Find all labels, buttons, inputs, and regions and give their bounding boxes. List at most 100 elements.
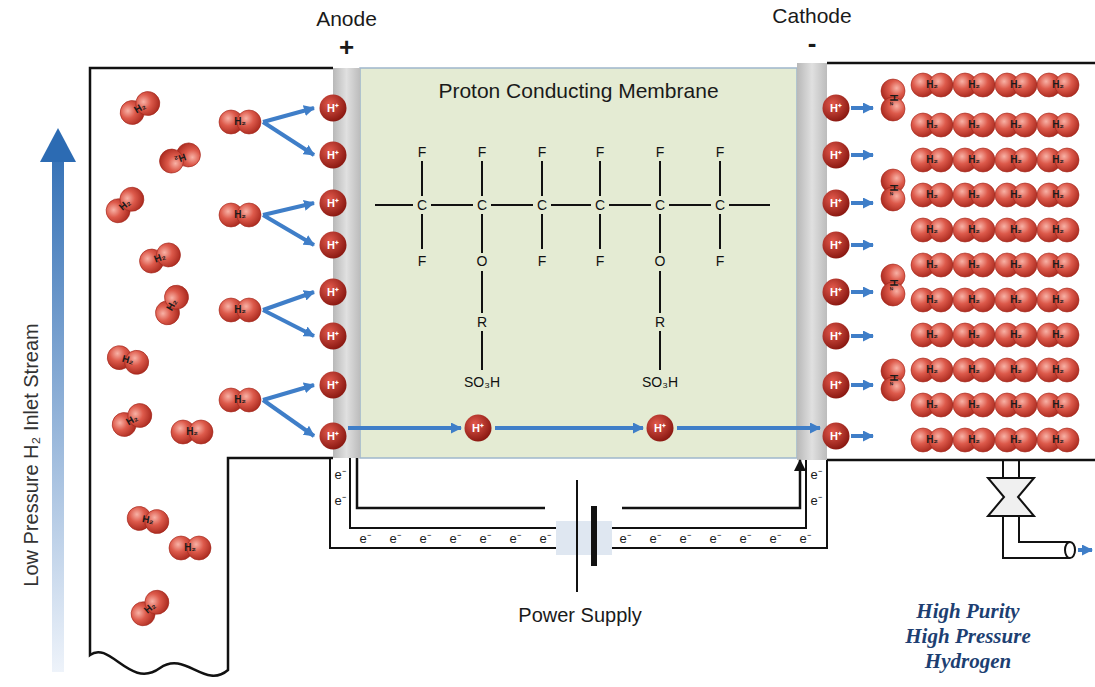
chain-bond [375, 204, 413, 206]
hydrogen-molecule: H₂ [910, 71, 954, 99]
hydrogen-molecule: H₂ [1036, 111, 1080, 139]
atom-symbol: SO₃H [642, 375, 678, 389]
ion-label: H⁺ [822, 189, 850, 217]
hydrogen-molecule: H₂ [218, 296, 262, 324]
molecule-label: H₂ [910, 216, 954, 244]
electron-label: e⁻ [810, 468, 821, 481]
electron-label: e⁻ [679, 532, 690, 545]
molecule-label: H₂ [910, 71, 954, 99]
molecule-label: H₂ [1036, 71, 1080, 99]
proton-transport-arrow [677, 426, 820, 430]
proton-ion: H⁺ [822, 231, 850, 259]
hydrogen-molecule: H₂ [135, 237, 186, 278]
molecule-label: H₂ [994, 426, 1038, 454]
molecule-label: H₂ [218, 296, 262, 324]
molecule-label: H₂ [910, 426, 954, 454]
ion-circle [823, 142, 850, 169]
atom-symbol: F [716, 254, 725, 268]
outlet-pipe [1003, 516, 1070, 558]
ion-circle [823, 95, 850, 122]
molecule-label: H₂ [218, 386, 262, 414]
ion-label: H⁺ [319, 189, 347, 217]
ion-circle [823, 423, 850, 450]
electron-label: e⁻ [359, 532, 370, 545]
node-heading: Proton Conducting Membrane [438, 80, 718, 101]
molecule-label: H₂ [994, 71, 1038, 99]
side-bond [659, 214, 661, 253]
hydrogen-molecule: H₂ [910, 111, 954, 139]
hydrogen-molecule: H₂ [910, 286, 954, 314]
hydrogen-molecule: H₂ [994, 181, 1038, 209]
chain-bond [669, 204, 711, 206]
proton-ion: H⁺ [822, 141, 850, 169]
ion-circle [823, 372, 850, 399]
molecule-label: H₂ [994, 181, 1038, 209]
side-bond [719, 161, 721, 196]
recombination-arrow [851, 290, 873, 294]
cathode-electrode [797, 63, 827, 460]
molecule-label: H₂ [952, 391, 996, 419]
hydrogen-molecule: H₂ [1036, 71, 1080, 99]
atom-symbol: C [537, 198, 547, 212]
hydrogen-molecule: H₂ [910, 321, 954, 349]
ion-circle [465, 415, 492, 442]
electron-label: e⁻ [334, 468, 345, 481]
ion-circle [320, 372, 347, 399]
molecule-label: H₂ [218, 201, 262, 229]
inlet-arrow-shaft [52, 160, 64, 672]
molecule-label: H₂ [952, 251, 996, 279]
molecule-label: H₂ [106, 397, 158, 443]
valve-pipe [1003, 460, 1019, 478]
hydrogen-molecule: H₂ [994, 251, 1038, 279]
molecule-label: H₂ [952, 181, 996, 209]
side-bond [481, 331, 483, 370]
molecule-label: H₂ [135, 237, 186, 278]
atom-symbol: C [715, 198, 725, 212]
hydrogen-molecule: H₂ [910, 181, 954, 209]
side-bond [659, 161, 661, 196]
side-bond [421, 214, 423, 249]
ion-circle [320, 232, 347, 259]
ion-circle [823, 279, 850, 306]
ion-circle [320, 323, 347, 350]
molecule-label: H₂ [952, 71, 996, 99]
electron-label: e⁻ [709, 532, 720, 545]
proton-ion: H⁺ [822, 422, 850, 450]
hydrogen-molecule: H₂ [218, 201, 262, 229]
molecule-label: H₂ [1036, 321, 1080, 349]
molecule-label: H₂ [155, 137, 206, 178]
molecule-label: H₂ [910, 391, 954, 419]
chain-bond [431, 204, 473, 206]
chain-bond [491, 204, 533, 206]
molecule-label: H₂ [1036, 146, 1080, 174]
hydrogen-molecule: H₂ [168, 534, 212, 562]
node-heading: Anode [316, 8, 377, 29]
atom-symbol: O [477, 254, 488, 268]
hydrogen-molecule: H₂ [952, 426, 996, 454]
electron-label: e⁻ [389, 532, 400, 545]
hydrogen-molecule: H₂ [994, 321, 1038, 349]
ion-circle [647, 415, 674, 442]
molecule-label: H₂ [99, 180, 151, 230]
side-bond [719, 214, 721, 249]
atom-symbol: F [478, 145, 487, 159]
ion-label: H⁺ [319, 278, 347, 306]
hydrogen-molecule: H₂ [910, 146, 954, 174]
atom-symbol: F [418, 254, 427, 268]
ion-label: H⁺ [319, 322, 347, 350]
side-bond [599, 214, 601, 249]
molecule-label: H₂ [1036, 286, 1080, 314]
ion-label: H⁺ [646, 414, 674, 442]
hydrogen-molecule: H₂ [103, 341, 153, 379]
hydrogen-molecule: H₂ [218, 108, 262, 136]
hydrogen-molecule: H₂ [910, 216, 954, 244]
atom-symbol: C [655, 198, 665, 212]
proton-transport-arrow [495, 426, 643, 430]
atom-symbol: O [655, 254, 666, 268]
atom-symbol: SO₃H [464, 375, 500, 389]
molecule-label: H₂ [952, 146, 996, 174]
hydrogen-molecule: H₂ [952, 251, 996, 279]
molecule-label: H₂ [1036, 181, 1080, 209]
side-bond [421, 161, 423, 196]
hydrogen-molecule: H₂ [1036, 216, 1080, 244]
